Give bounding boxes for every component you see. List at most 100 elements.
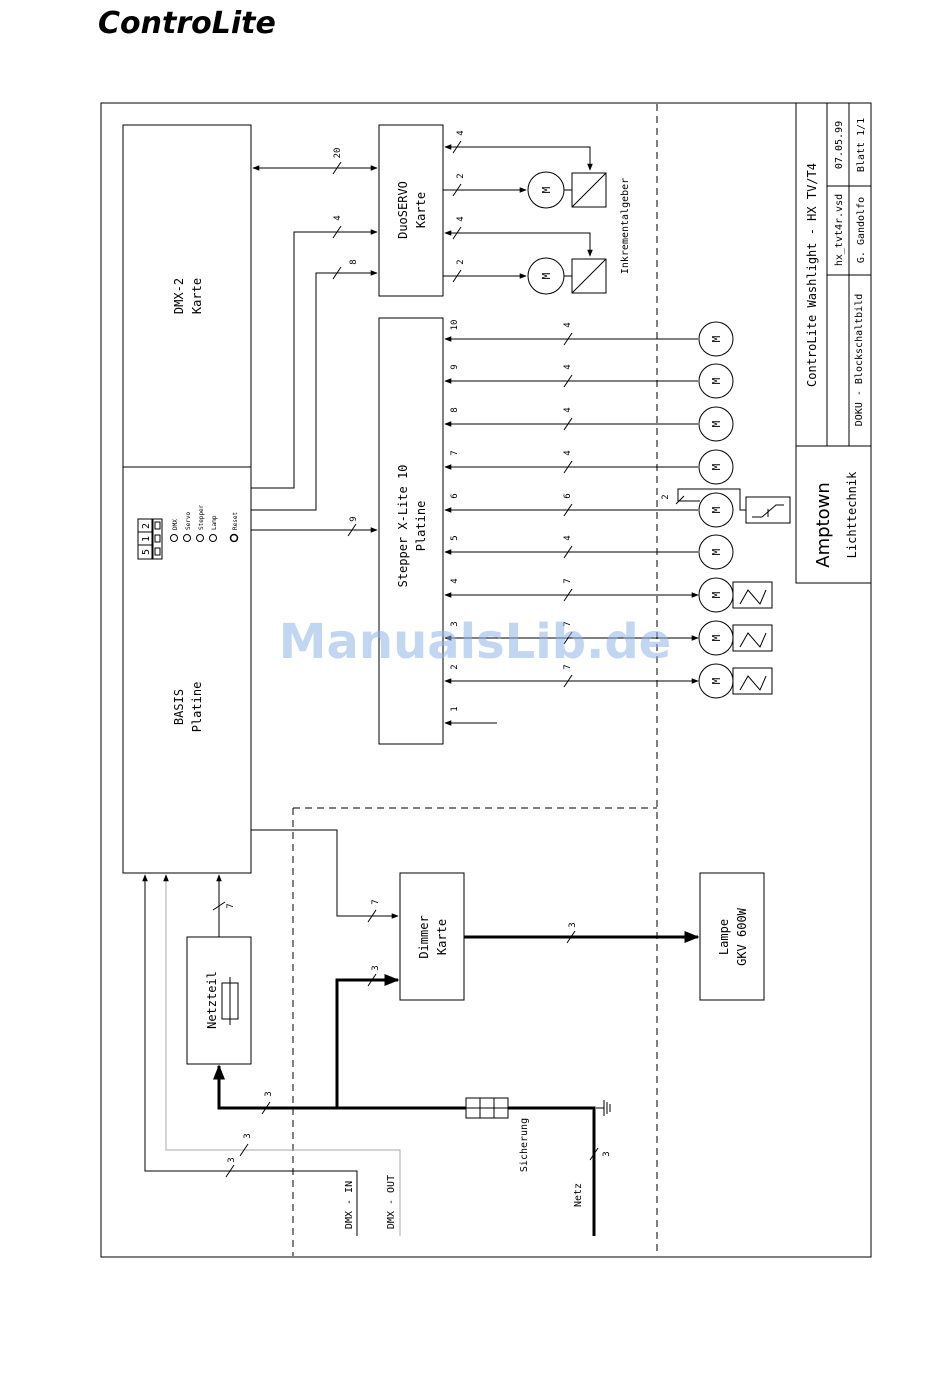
sensor-switch-6-icon	[745, 496, 791, 524]
doc-type: DOKU - Blockschaltbild	[854, 294, 865, 426]
drawing-date: 07.05.99	[834, 121, 845, 169]
netz-label: Netz	[573, 1183, 584, 1207]
basis-board: BASIS Platine 5 1 2 DMX Servo Stepper	[122, 466, 252, 874]
stepper-motor-2-symbol: M	[710, 677, 723, 684]
stepper-channel-labels: 10 9 8 7 6 5 4 3 2 1 4 4 4 4 6 4 7 7 7	[450, 320, 573, 712]
dmx-in-label: DMX - IN	[344, 1181, 355, 1229]
main-fuse-icon	[465, 1097, 509, 1119]
led-label-dmx: DMX	[172, 519, 179, 530]
stepper-motor-5-symbol: M	[710, 548, 723, 555]
stepper-ch-2-wires: 7	[563, 664, 573, 669]
stepper-ch-5-num: 5	[450, 535, 460, 540]
stepper-board: Stepper X-Lite 10 Platine	[378, 317, 444, 745]
company-name: Amptown	[813, 482, 834, 567]
wires-dmx-out: 3	[243, 1133, 253, 1138]
servo-motor-2: M	[527, 257, 572, 295]
stepper-ch-8-wires: 4	[563, 407, 573, 412]
stepper-motor-3-symbol: M	[710, 634, 723, 641]
dmx-out-label: DMX - OUT	[386, 1175, 397, 1229]
stepper-ch-2-num: 2	[450, 664, 460, 669]
wires-servo-motor-2: 2	[456, 259, 466, 264]
dmx2-card: DMX-2 Karte	[122, 124, 252, 468]
stepper-ch-9-wires: 4	[563, 364, 573, 369]
dmx2-label-2: Karte	[190, 278, 204, 314]
display-digit-1: 5	[141, 549, 152, 555]
stepper-ch-10-wires: 4	[563, 322, 573, 327]
limit-switch-2-icon	[732, 667, 773, 695]
lamp-label-2: GKV 600W	[735, 907, 749, 966]
dimmer-label-2: Karte	[435, 919, 449, 955]
author-name: G. Gandolfo	[856, 197, 867, 263]
channel-6-extra-link	[675, 488, 746, 511]
led-label-lamp: Lamp	[211, 515, 218, 530]
led-label-stepper: Stepper	[198, 504, 205, 530]
dmx2-label-1: DMX-2	[172, 278, 186, 314]
basis-leds	[170, 533, 239, 543]
stepper-motor-10: M	[698, 321, 734, 357]
title-block	[795, 102, 872, 584]
dimmer-card: Dimmer Karte	[399, 872, 465, 1001]
stepper-ch-8-num: 8	[450, 407, 460, 412]
wires-dmx2-duoservo: 20	[333, 148, 343, 159]
stepper-motor-8: M	[698, 406, 734, 442]
stepper-motor-6-symbol: M	[710, 506, 723, 513]
drawing-frame	[100, 102, 872, 1258]
limit-switch-4-icon	[732, 581, 773, 609]
wires-dimmer-lampe: 3	[568, 922, 578, 927]
stepper-motor-4: M	[698, 577, 734, 613]
lamp-label-1: Lampe	[717, 919, 731, 955]
stepper-ch-4-wires: 7	[563, 578, 573, 583]
sheet-number: Blatt 1/1	[856, 118, 867, 172]
stepper-ch-6-num: 6	[450, 493, 460, 498]
display-digit-2: 1	[141, 536, 152, 542]
servo-connections	[443, 144, 593, 279]
basis-display: 5 1 2	[137, 518, 163, 560]
title-text: ControLite Washlight - HX TV/T4	[805, 163, 819, 387]
wires-servo-enc-2: 4	[456, 216, 466, 221]
duoservo-label-2: Karte	[414, 192, 428, 228]
stepper-motor-5: M	[698, 534, 734, 570]
wires-basis-duoservo-b: 8	[349, 259, 359, 264]
dimmer-label-1: Dimmer	[417, 915, 431, 958]
stepper-motor-7: M	[698, 449, 734, 485]
duoservo-label-1: DuoSERVO	[396, 181, 410, 239]
wires-netzteil-basis: 7	[226, 903, 236, 908]
ground-icon	[596, 1100, 611, 1116]
power-lines	[213, 931, 700, 1236]
limit-switches	[732, 496, 791, 695]
stepper-ch-7-wires: 4	[563, 450, 573, 455]
ch6-extra-wires: 2	[661, 494, 671, 499]
stepper-motors: M M M M M M M M M	[698, 321, 734, 699]
servo-motor-1: M	[527, 171, 572, 209]
stepper-ch-3-num: 3	[450, 621, 460, 626]
inkrementalgeber-label: Inkrementalgeber	[620, 178, 631, 274]
stepper-ch-6-wires: 6	[563, 493, 573, 498]
wires-dmx-in: 3	[227, 1157, 237, 1162]
wires-power-netzteil: 3	[264, 1091, 274, 1096]
display-digit-3: 2	[141, 523, 152, 529]
stepper-motor-10-symbol: M	[710, 335, 723, 342]
led-label-reset: Reset	[232, 512, 239, 530]
duoservo-card: DuoSERVO Karte	[378, 124, 444, 297]
wire-tick-marks	[212, 140, 599, 1178]
wires-power-dimmer: 3	[371, 965, 381, 970]
fuse-icon	[221, 977, 239, 1025]
stepper-ch-5-wires: 4	[563, 535, 573, 540]
stepper-motor-6: M	[698, 492, 734, 528]
wires-servo-motor-1: 2	[456, 173, 466, 178]
servo-motor-2-symbol: M	[540, 272, 553, 279]
wire-count-labels: 20 4 8 9 4 2 4 2 7 7 3 3 3 3 3 3	[226, 130, 612, 1162]
stepper-ch-9-num: 9	[450, 364, 460, 369]
wires-servo-enc-1: 4	[456, 130, 466, 135]
lamp-block: Lampe GKV 600W	[699, 872, 765, 1001]
wires-netz: 3	[602, 1151, 612, 1156]
stepper-motor-7-symbol: M	[710, 463, 723, 470]
connections	[142, 165, 401, 1236]
basis-label-1: BASIS	[172, 689, 186, 725]
stepper-ch-3-wires: 7	[563, 621, 573, 626]
stepper-label-1: Stepper X-Lite 10	[396, 465, 410, 588]
servo-motor-1-symbol: M	[540, 186, 553, 193]
stepper-ch-4-num: 4	[450, 578, 460, 583]
wires-basis-stepper: 9	[349, 516, 359, 521]
